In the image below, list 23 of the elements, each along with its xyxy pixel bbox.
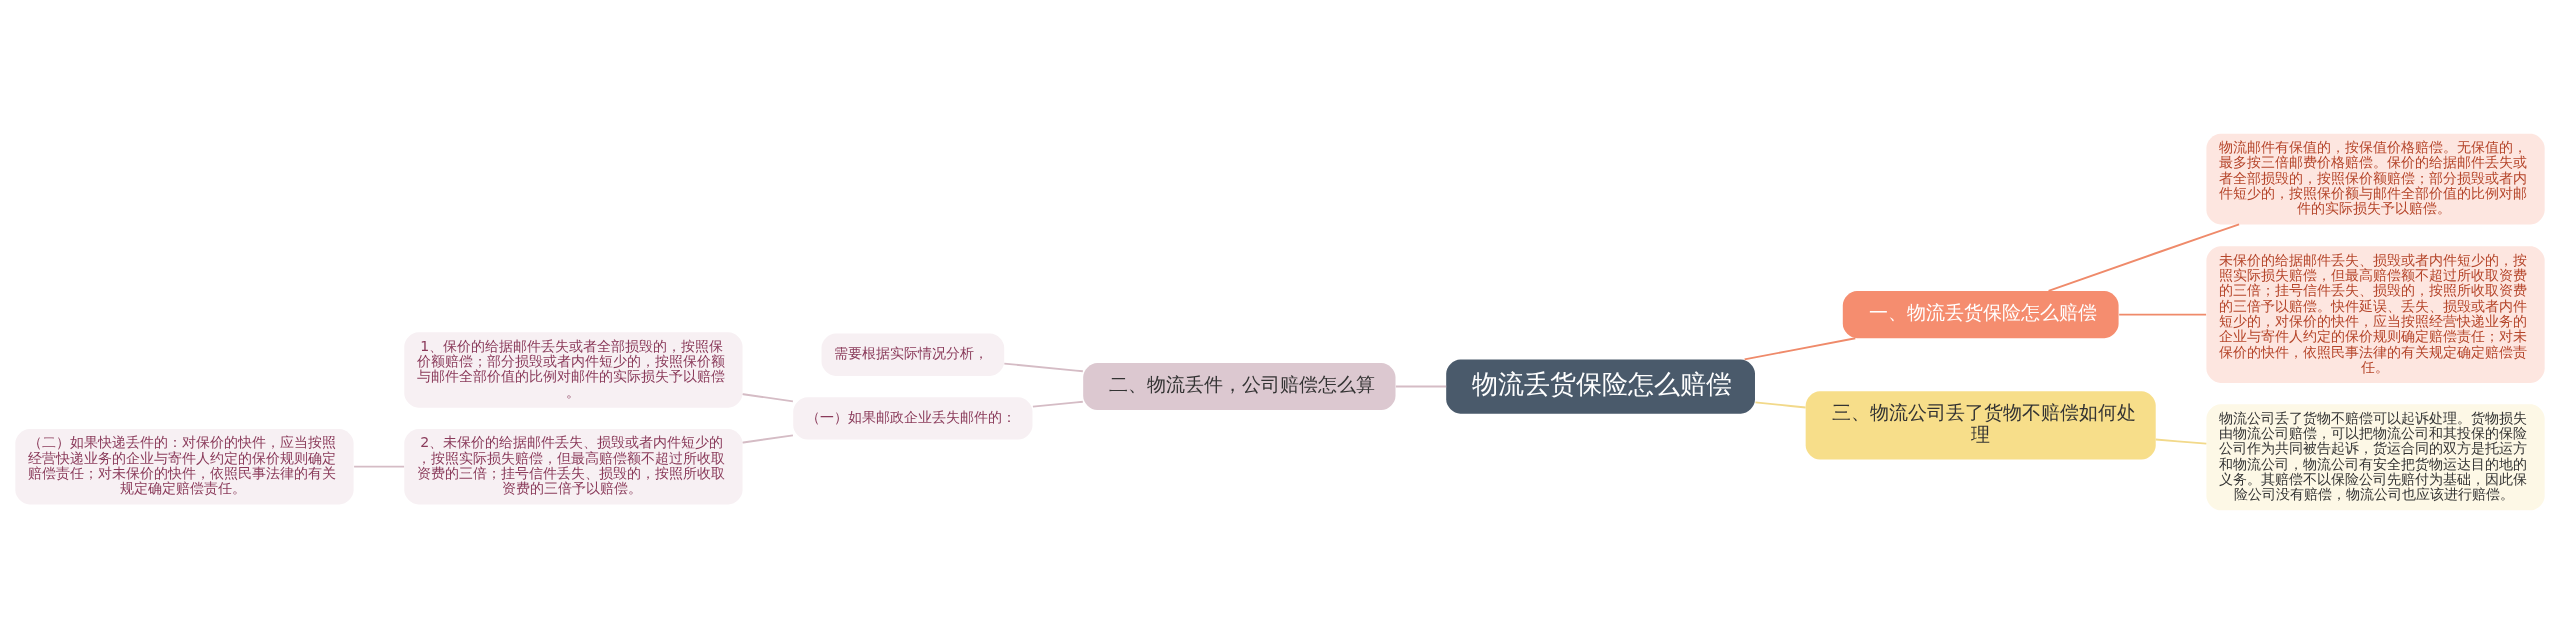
node-box: （一）如果邮政企业丢失邮件的：: [793, 396, 1033, 440]
node-box: 物流公司丢了货物不赔偿可以起诉处理。货物损失由物流公司赔偿，可以把物流公司和其投保的保险公司作为共同被告起诉，货运合同的双方是托运方和物流公司，物流公司有安全把货物运达目的地的义务。其赔偿不以保险公司先赔付为基础，因此保险公司没有赔偿，物流公司也应该进行赔偿。: [2206, 403, 2545, 510]
connector: [741, 433, 794, 444]
connector: [2118, 313, 2208, 316]
connector: [1754, 400, 1807, 408]
node-box: 需要根据实际情况分析，: [821, 333, 1005, 376]
node-box: 三、物流公司丢了货物不赔偿如何处理: [1805, 390, 2156, 460]
connector: [1003, 362, 1084, 372]
node-box: 2、未保价的给据邮件丢失、损毁或者内件短少的，按照实际损失赔偿，但最高赔偿额不超过所收取资费的三倍；挂号信件丢失、损毁的，按照所收取资费的三倍予以赔偿。: [404, 428, 743, 504]
node-box: （二）如果快递丢件的：对保价的快件，应当按照经营快递业务的企业与寄件人约定的保价规则确定赔偿责任；对未保价的快件，依照民事法律的有关规定确定赔偿责任。: [15, 428, 354, 504]
connector: [2047, 223, 2241, 292]
node-box: 未保价的给据邮件丢失、损毁或者内件短少的，按照实际损失赔偿，但最高赔偿额不超过所收取资费的三倍；挂号信件丢失、损毁的，按照所收取资费的三倍予以赔偿。快件延误、丢失、损毁或者内件短少的，对保价的快件，应当按照经营快递业务的企业与寄件人约定的保价规则确定赔偿责任；对未保价的快件，依照民事法律的有关规定确定赔偿责任。: [2206, 245, 2545, 383]
connector: [1394, 385, 1448, 387]
connector: [1743, 336, 1857, 360]
connector: [1031, 400, 1084, 408]
node-box: 物流丢货保险怎么赔偿: [1446, 358, 1755, 414]
connector: [2154, 438, 2208, 445]
node-box: 二、物流丢件，公司赔偿怎么算: [1083, 362, 1396, 410]
connector: [353, 465, 406, 468]
node-box: 物流邮件有保值的，按保值价格赔偿。无保值的，最多按三倍邮费价格赔偿。保价的给据邮件丢失或者全部损毁的，按照保价额赔偿；部分损毁或者内件短少的，按照保价额与邮件全部价值的比例对邮件的实际损失予以赔偿。: [2206, 133, 2545, 224]
node-box: 1、保价的给据邮件丢失或者全部损毁的，按照保价额赔偿；部分损毁或者内件短少的，按照保价额与邮件全部价值的比例对邮件的实际损失予以赔偿。: [404, 331, 743, 408]
node-box: 一、物流丢货保险怎么赔偿: [1842, 290, 2119, 338]
connector: [741, 392, 794, 402]
